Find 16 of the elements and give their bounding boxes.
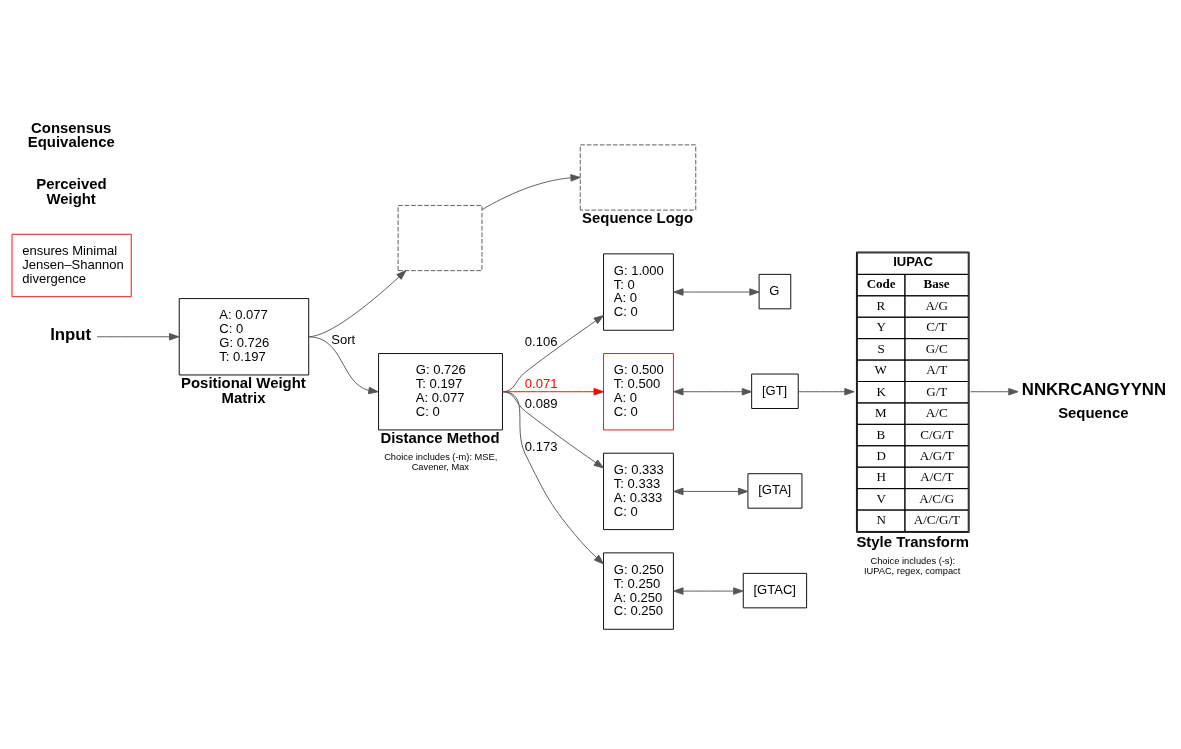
edge-label: 0.071 <box>524 376 558 392</box>
edge-label: 0.089 <box>524 395 558 411</box>
node-text: Input <box>50 324 92 344</box>
node-label: Choice includes (-s): IUPAC, regex, compact <box>863 556 961 577</box>
node-label: Positional Weight Matrix <box>181 374 306 406</box>
node-label: Choice includes (-m): MSE, Cavener, Max <box>384 451 498 472</box>
node-label: Distance Method <box>380 429 500 446</box>
node-label: Style Transform <box>856 534 969 551</box>
node-text: NNKRCANGYYNN <box>1021 379 1167 399</box>
node-label: Sequence Logo <box>582 209 693 226</box>
label: Consensus Equivalence <box>27 119 115 151</box>
edge-label: 0.106 <box>524 334 558 350</box>
edge-label: 0.173 <box>524 438 558 454</box>
label: Perceived Weight <box>36 176 107 208</box>
node-label: Sequence <box>1058 404 1129 421</box>
edge-label: Sort <box>331 332 356 348</box>
